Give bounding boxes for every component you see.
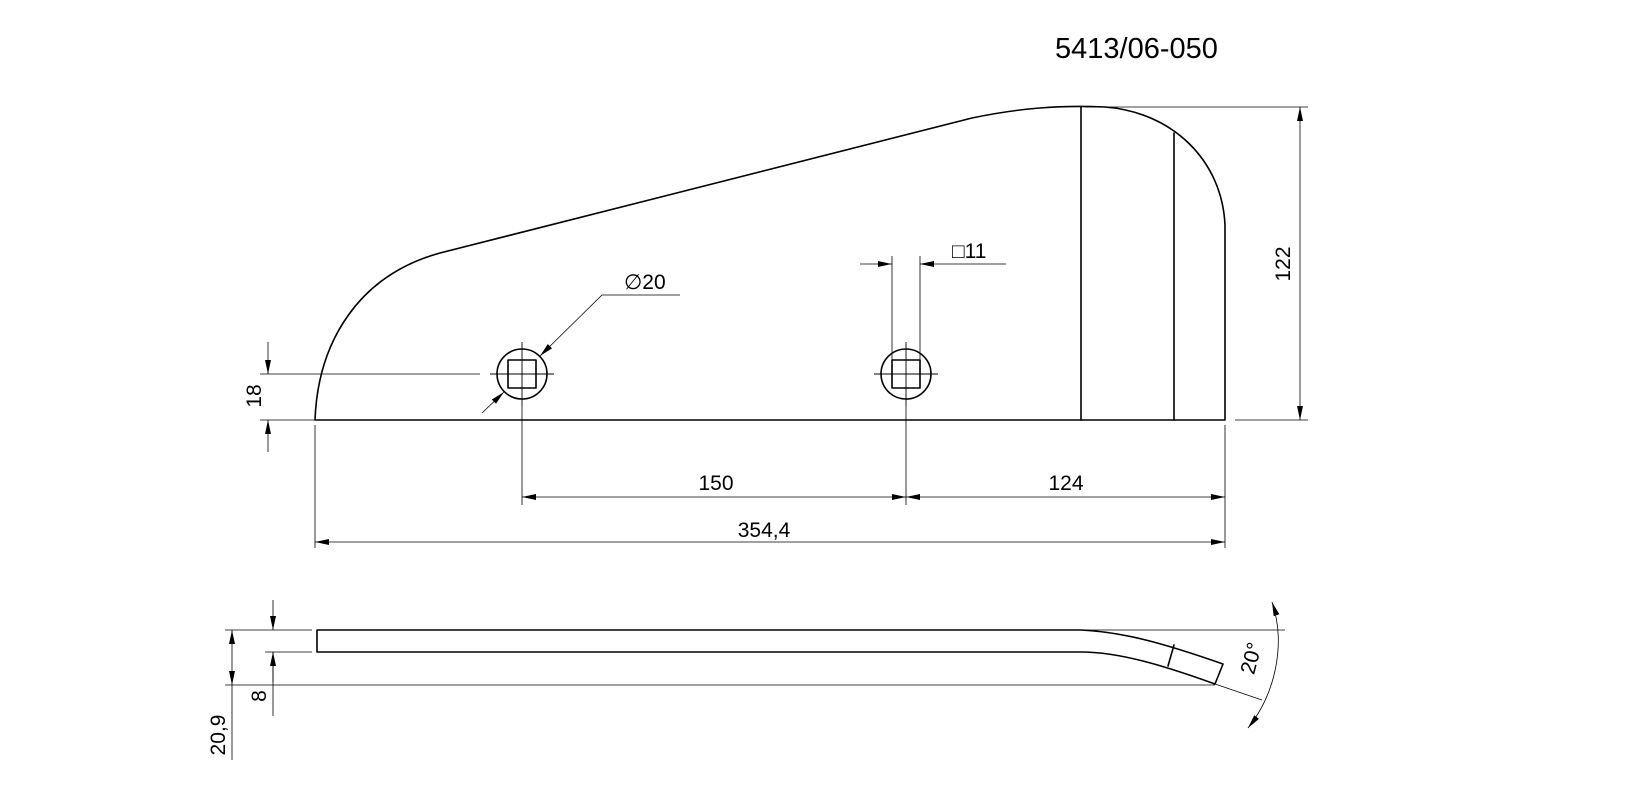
dim-text-square-11: □11	[952, 240, 986, 263]
dim-text-124: 124	[1048, 472, 1083, 495]
dimension-diameter-20: ∅20	[481, 271, 680, 414]
part-number: 5413/06-050	[1055, 33, 1218, 65]
side-view: 8 20,9 20°	[207, 600, 1285, 760]
dimension-hole-spacing: 150 124	[521, 406, 1226, 548]
dimension-overall-length: 354,4	[314, 425, 1225, 548]
dim-text-20-9: 20,9	[207, 715, 230, 756]
side-profile	[316, 629, 1224, 685]
dim-text-8: 8	[248, 690, 271, 702]
hole-2	[874, 342, 938, 406]
dimension-bend-angle: 20°	[1081, 601, 1285, 729]
top-view: 122 □11 ∅20 18	[243, 105, 1308, 548]
side-bevel-line	[1167, 644, 1175, 667]
blade-outline	[314, 105, 1226, 421]
dimension-height-122: 122	[1085, 106, 1308, 421]
dim-text-18: 18	[243, 384, 266, 407]
dim-text-20-degrees: 20°	[1237, 640, 1267, 677]
dim-text-122: 122	[1272, 246, 1295, 281]
dim-text-diameter-20: ∅20	[624, 271, 666, 294]
hole-1	[490, 342, 554, 406]
dimension-square-11: □11	[860, 240, 1006, 360]
dimension-total-height: 20,9	[207, 629, 1215, 760]
dim-text-354-4: 354,4	[738, 519, 791, 542]
dim-text-150: 150	[698, 472, 733, 495]
dimension-thickness-8: 8	[248, 600, 312, 716]
dimension-hole-height-18: 18	[243, 342, 480, 452]
